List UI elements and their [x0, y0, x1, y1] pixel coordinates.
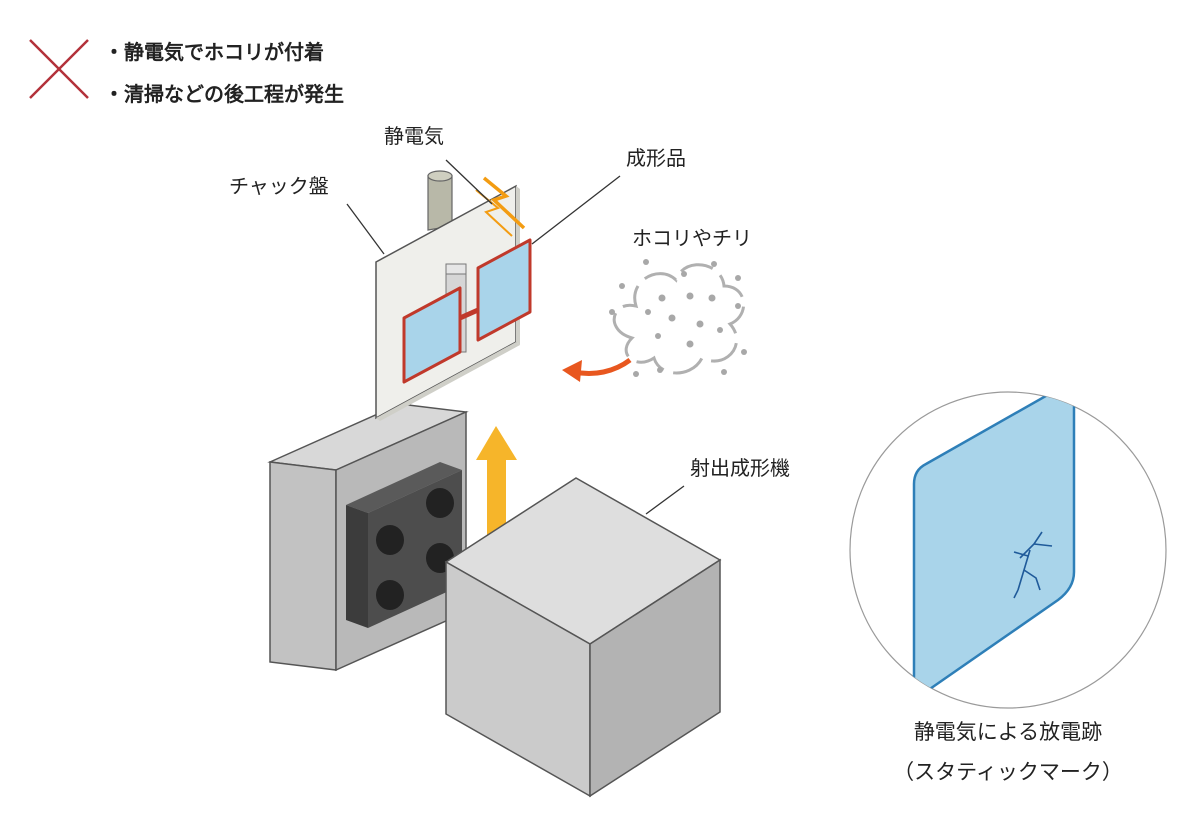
up-arrow: [476, 426, 517, 546]
inset-caption-title: 静電気による放電跡: [913, 720, 1103, 744]
molded-part: [476, 238, 532, 342]
mold-block: [267, 403, 469, 672]
label-chuck: チャック盤: [229, 174, 329, 198]
mold-cavity: [376, 580, 404, 610]
warning-item: ・清掃などの後工程が発生: [104, 82, 344, 106]
label-static: 静電気: [384, 124, 444, 148]
chuck-plate: [375, 170, 532, 421]
machine-cube: [444, 477, 722, 798]
dust-arrow: [562, 357, 632, 382]
label-dust: ホコリやチリ: [632, 226, 752, 250]
warning-item: ・静電気でホコリが付着: [104, 40, 324, 64]
label-molded: 成形品: [626, 146, 686, 170]
leader-lines: [346, 159, 685, 515]
cross-icon: [29, 39, 89, 99]
inset-caption-subtitle: （スタティックマーク）: [893, 760, 1123, 784]
static-mark-inset: [849, 391, 1167, 709]
dust-cloud-icon: [609, 259, 747, 377]
molded-part: [402, 286, 462, 384]
mold-cavity: [376, 525, 404, 555]
mold-cavity: [426, 488, 454, 518]
static-mark-crack: [1013, 531, 1053, 599]
label-machine: 射出成形機: [690, 456, 790, 480]
